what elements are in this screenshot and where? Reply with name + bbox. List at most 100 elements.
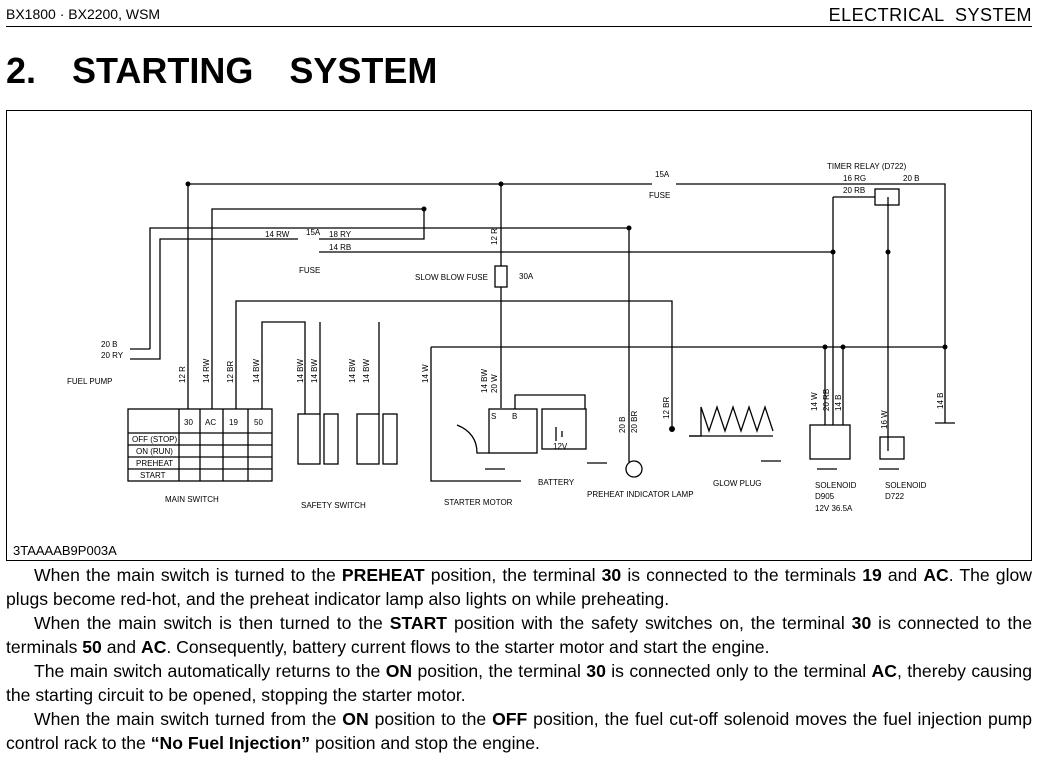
wire-16rg: 16 RG bbox=[843, 174, 866, 183]
paragraph-1: When the main switch is turned to the PR… bbox=[6, 563, 1032, 611]
switch-col-ac: AC bbox=[205, 418, 216, 427]
paragraph-4: When the main switch turned from the ON … bbox=[6, 707, 1032, 755]
wire-12r: 12 R bbox=[178, 366, 187, 383]
switch-row-preheat: PREHEAT bbox=[136, 459, 173, 468]
bold-term: 30 bbox=[586, 661, 606, 681]
text-run: . Consequently, battery current flows to… bbox=[166, 637, 770, 657]
bold-term: ON bbox=[385, 661, 413, 681]
bold-term: 19 bbox=[862, 565, 882, 585]
text-run: position to the bbox=[368, 709, 493, 729]
wire-12r-top: 12 R bbox=[490, 228, 499, 245]
label-fuse-rating-top: 15A bbox=[655, 170, 670, 179]
label-slow-blow-rating: 30A bbox=[519, 272, 534, 281]
wire-18ry: 18 RY bbox=[329, 230, 352, 239]
switch-row-on: ON (RUN) bbox=[136, 447, 173, 456]
switch-row-off: OFF (STOP) bbox=[132, 435, 178, 444]
switch-col-50: 50 bbox=[254, 418, 263, 427]
wire-20b-fp: 20 B bbox=[101, 340, 117, 349]
wire-sol-a: 14 W bbox=[810, 392, 819, 411]
label-slow-blow-fuse: SLOW BLOW FUSE bbox=[415, 273, 488, 282]
bold-term: PREHEAT bbox=[341, 565, 425, 585]
bold-term: OFF bbox=[492, 709, 528, 729]
bold-term: AC bbox=[923, 565, 949, 585]
wire-20ry-fp: 20 RY bbox=[101, 351, 124, 360]
text-run: position, the fuel cut-off solenoid move… bbox=[6, 709, 1032, 753]
wire-sm-b: 20 W bbox=[490, 374, 499, 393]
label-battery-voltage: 12V bbox=[553, 442, 568, 451]
text-run: position and stop the engine. bbox=[310, 733, 540, 753]
bold-term: START bbox=[389, 613, 448, 633]
wire-ss1a: 14 BW bbox=[296, 359, 305, 383]
wire-gnd-r: 14 B bbox=[936, 393, 945, 409]
switch-col-30: 30 bbox=[184, 418, 193, 427]
text-run: The main switch automatically returns to… bbox=[34, 661, 386, 681]
label-fuel-pump: FUEL PUMP bbox=[67, 377, 113, 386]
paragraph-3: The main switch automatically returns to… bbox=[6, 659, 1032, 707]
figure-code: 3TAAAAB9P003A bbox=[13, 543, 117, 558]
text-run: When the main switch is then turned to t… bbox=[34, 613, 390, 633]
bold-term: 30 bbox=[601, 565, 622, 585]
label-main-switch: MAIN SWITCH bbox=[165, 495, 219, 504]
text-run: is connected only to the terminal bbox=[605, 661, 872, 681]
label-timer-relay: TIMER RELAY (D722) bbox=[827, 162, 907, 171]
label-starter-motor: STARTER MOTOR bbox=[444, 498, 513, 507]
wire-pl-b: 20 BR bbox=[630, 411, 639, 433]
switch-row-start: START bbox=[140, 471, 166, 480]
bold-term: ON bbox=[342, 709, 369, 729]
wire-14rw-v: 14 RW bbox=[202, 358, 211, 383]
wire-ss2b: 14 BW bbox=[362, 359, 371, 383]
label-battery: BATTERY bbox=[538, 478, 575, 487]
text-run: is connected to the terminals bbox=[621, 565, 863, 585]
text-run: and bbox=[101, 637, 141, 657]
wire-20rb: 20 RB bbox=[843, 186, 865, 195]
wire-gp-a: 12 BR bbox=[662, 397, 671, 419]
wire-sm-a: 14 BW bbox=[480, 369, 489, 393]
text-run: , thereby causing the starting circuit t… bbox=[6, 661, 1032, 705]
text-run: and bbox=[881, 565, 924, 585]
text-run: position, the terminal bbox=[412, 661, 587, 681]
label-starter-b: B bbox=[512, 412, 517, 421]
header-section: ELECTRICAL SYSTEM bbox=[828, 5, 1032, 25]
label-safety-switch: SAFETY SWITCH bbox=[301, 501, 366, 510]
wire-14rb: 14 RB bbox=[329, 243, 351, 252]
label-preheat-lamp: PREHEAT INDICATOR LAMP bbox=[587, 490, 694, 499]
text-run: position, the terminal bbox=[424, 565, 602, 585]
label-starter-s: S bbox=[491, 412, 496, 421]
label-solenoid-d722-1: SOLENOID bbox=[885, 481, 927, 490]
switch-col-19: 19 bbox=[229, 418, 238, 427]
wiring-diagram-svg: FUEL PUMP FUSE FUSE 15A 15A SLOW BLOW FU… bbox=[67, 162, 955, 513]
wire-sol2: 16 W bbox=[880, 410, 889, 429]
label-solenoid-d905-3: 12V 36.5A bbox=[815, 504, 853, 513]
wire-14w: 14 W bbox=[421, 364, 430, 383]
wire-20b-relay: 20 B bbox=[903, 174, 919, 183]
text-run: is connected to the terminals bbox=[6, 613, 1032, 657]
bold-term: “No Fuel Injection” bbox=[150, 733, 311, 753]
bold-term: 50 bbox=[82, 637, 102, 657]
label-fuse-rating-left: 15A bbox=[306, 228, 321, 237]
label-glow-plug: GLOW PLUG bbox=[713, 479, 761, 488]
wiring-diagram: FUEL PUMP FUSE FUSE 15A 15A SLOW BLOW FU… bbox=[6, 110, 1032, 561]
text-run: When the main switch is turned to the bbox=[34, 565, 342, 585]
header-model: BX1800 · BX2200, WSM bbox=[6, 6, 161, 22]
page-title: 2. STARTING SYSTEM bbox=[6, 50, 438, 91]
description-text: When the main switch is turned to the PR… bbox=[6, 563, 1032, 755]
bold-term: AC bbox=[140, 637, 167, 657]
header-rule bbox=[6, 26, 1032, 27]
text-run: When the main switch turned from the bbox=[34, 709, 343, 729]
label-fuse-left: FUSE bbox=[299, 266, 320, 275]
wire-14rw: 14 RW bbox=[265, 230, 290, 239]
wire-ss2a: 14 BW bbox=[348, 359, 357, 383]
wire-pl-a: 20 B bbox=[618, 417, 627, 433]
wire-14bw: 14 BW bbox=[252, 359, 261, 383]
wire-sol-c: 14 B bbox=[834, 395, 843, 411]
label-fuse-top: FUSE bbox=[649, 191, 670, 200]
label-solenoid-d905-2: D905 bbox=[815, 492, 835, 501]
bold-term: 30 bbox=[851, 613, 872, 633]
label-solenoid-d722-2: D722 bbox=[885, 492, 905, 501]
text-run: . The glow plugs become red-hot, and the… bbox=[6, 565, 1032, 609]
paragraph-2: When the main switch is then turned to t… bbox=[6, 611, 1032, 659]
bold-term: AC bbox=[871, 661, 897, 681]
wire-12br: 12 BR bbox=[226, 361, 235, 383]
wire-sol-b: 20 RB bbox=[822, 389, 831, 411]
wire-ss1b: 14 BW bbox=[310, 359, 319, 383]
